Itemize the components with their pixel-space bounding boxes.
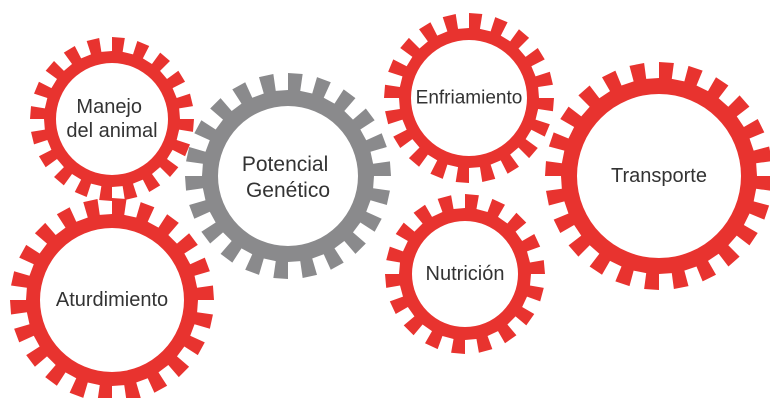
gear-nutricion-label: Nutrición [426, 263, 505, 285]
gear-aturdimiento: Aturdimiento [10, 198, 214, 398]
gear-potencial: Potencial Genético [185, 73, 391, 279]
gear-enfriamiento-shape [384, 13, 554, 183]
gear-potencial-label-line-1: Potencial [242, 153, 328, 176]
gear-manejo: Manejo del animal [30, 37, 194, 201]
gear-nutricion-shape [385, 194, 545, 354]
gear-manejo-shape [30, 37, 194, 201]
gear-potencial-label: Potencial Genético [242, 153, 334, 202]
gear-enfriamiento: Enfriamiento [384, 13, 554, 183]
gear-potencial-shape [185, 73, 391, 279]
gear-transporte: Transporte [545, 62, 770, 290]
gear-manejo-label-line-1: Manejo [76, 96, 142, 118]
gear-aturdimiento-label: Aturdimiento [56, 289, 168, 311]
gear-manejo-label-line-2: del animal [66, 120, 157, 142]
gear-transporte-label: Transporte [611, 165, 707, 187]
gear-aturdimiento-shape [10, 198, 214, 398]
gear-potencial-label-line-2: Genético [246, 179, 330, 202]
gear-manejo-label: Manejo del animal [66, 96, 157, 142]
gear-enfriamiento-label: Enfriamiento [416, 88, 523, 109]
gear-nutricion: Nutrición [385, 194, 545, 354]
